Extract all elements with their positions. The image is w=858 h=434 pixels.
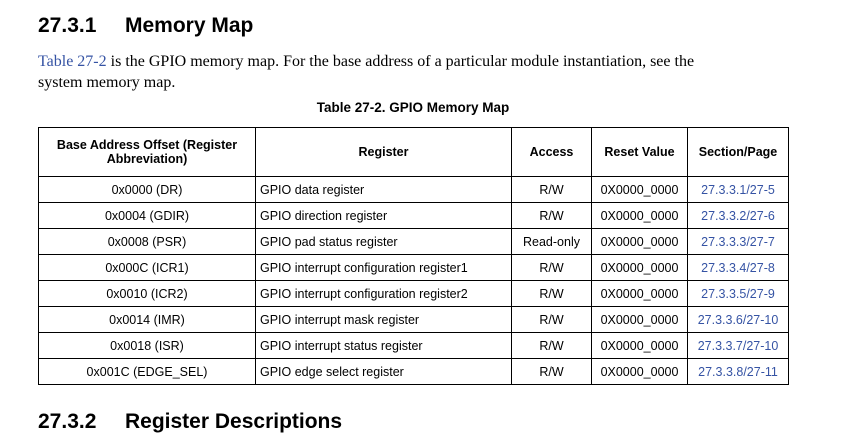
- cell-access: R/W: [511, 254, 592, 281]
- cell-section-page-link[interactable]: 27.3.3.5/27-9: [687, 280, 789, 307]
- cell-section-page-link[interactable]: 27.3.3.2/27-6: [687, 202, 789, 229]
- header-offset: Base Address Offset (Register Abbreviati…: [38, 127, 256, 177]
- cell-reset-value: 0X0000_0000: [591, 202, 688, 229]
- cell-reset-value: 0X0000_0000: [591, 228, 688, 255]
- cell-section-page-link[interactable]: 27.3.3.4/27-8: [687, 254, 789, 281]
- cell-register: GPIO interrupt status register: [255, 332, 512, 359]
- cell-reset-value: 0X0000_0000: [591, 280, 688, 307]
- table-row: 0x0010 (ICR2)GPIO interrupt configuratio…: [38, 280, 789, 307]
- cell-section-page-link[interactable]: 27.3.3.6/27-10: [687, 306, 789, 333]
- section-title: Memory Map: [125, 14, 254, 37]
- table-caption: Table 27-2. GPIO Memory Map: [316, 100, 510, 115]
- cell-access: Read-only: [511, 228, 592, 255]
- cell-access: R/W: [511, 306, 592, 333]
- table-row: 0x000C (ICR1)GPIO interrupt configuratio…: [38, 254, 789, 281]
- cell-access: R/W: [511, 176, 592, 203]
- cell-register: GPIO interrupt configuration register1: [255, 254, 512, 281]
- header-reset-value: Reset Value: [591, 127, 688, 177]
- section-heading: 27.3.1 Memory Map: [38, 14, 253, 38]
- cell-register: GPIO interrupt configuration register2: [255, 280, 512, 307]
- section-number: 27.3.1: [38, 14, 97, 37]
- cell-offset: 0x0018 (ISR): [38, 332, 256, 359]
- intro-text-line2: system memory map.: [38, 74, 176, 91]
- header-access: Access: [511, 127, 592, 177]
- cell-register: GPIO edge select register: [255, 358, 512, 385]
- cell-offset: 0x0000 (DR): [38, 176, 256, 203]
- cell-register: GPIO interrupt mask register: [255, 306, 512, 333]
- cell-offset: 0x0010 (ICR2): [38, 280, 256, 307]
- table-row: 0x001C (EDGE_SEL)GPIO edge select regist…: [38, 358, 789, 385]
- cell-section-page-link[interactable]: 27.3.3.8/27-11: [687, 358, 789, 385]
- next-section-heading: 27.3.2 Register Descriptions: [38, 410, 342, 434]
- cell-offset: 0x001C (EDGE_SEL): [38, 358, 256, 385]
- cell-offset: 0x0004 (GDIR): [38, 202, 256, 229]
- cell-reset-value: 0X0000_0000: [591, 254, 688, 281]
- table-cross-reference-link[interactable]: Table 27-2: [38, 53, 107, 70]
- header-section-page: Section/Page: [687, 127, 789, 177]
- cell-register: GPIO direction register: [255, 202, 512, 229]
- cell-register: GPIO data register: [255, 176, 512, 203]
- cell-reset-value: 0X0000_0000: [591, 176, 688, 203]
- cell-reset-value: 0X0000_0000: [591, 358, 688, 385]
- next-section-number: 27.3.2: [38, 410, 97, 433]
- cell-section-page-link[interactable]: 27.3.3.1/27-5: [687, 176, 789, 203]
- intro-text-line1: is the GPIO memory map. For the base add…: [106, 53, 695, 70]
- cell-offset: 0x000C (ICR1): [38, 254, 256, 281]
- table-row: 0x0018 (ISR)GPIO interrupt status regist…: [38, 332, 789, 359]
- cell-section-page-link[interactable]: 27.3.3.7/27-10: [687, 332, 789, 359]
- cell-offset: 0x0014 (IMR): [38, 306, 256, 333]
- cell-access: R/W: [511, 280, 592, 307]
- cell-access: R/W: [511, 358, 592, 385]
- cell-section-page-link[interactable]: 27.3.3.3/27-7: [687, 228, 789, 255]
- header-register: Register: [255, 127, 512, 177]
- table-header-row: Base Address Offset (Register Abbreviati…: [38, 127, 789, 177]
- cell-offset: 0x0008 (PSR): [38, 228, 256, 255]
- cell-access: R/W: [511, 202, 592, 229]
- cell-reset-value: 0X0000_0000: [591, 332, 688, 359]
- cell-register: GPIO pad status register: [255, 228, 512, 255]
- gpio-memory-map-table: Base Address Offset (Register Abbreviati…: [38, 127, 789, 385]
- cell-reset-value: 0X0000_0000: [591, 306, 688, 333]
- cell-access: R/W: [511, 332, 592, 359]
- table-row: 0x0014 (IMR)GPIO interrupt mask register…: [38, 306, 789, 333]
- intro-paragraph: Table 27-2 is the GPIO memory map. For t…: [38, 51, 818, 93]
- next-section-title: Register Descriptions: [125, 410, 343, 433]
